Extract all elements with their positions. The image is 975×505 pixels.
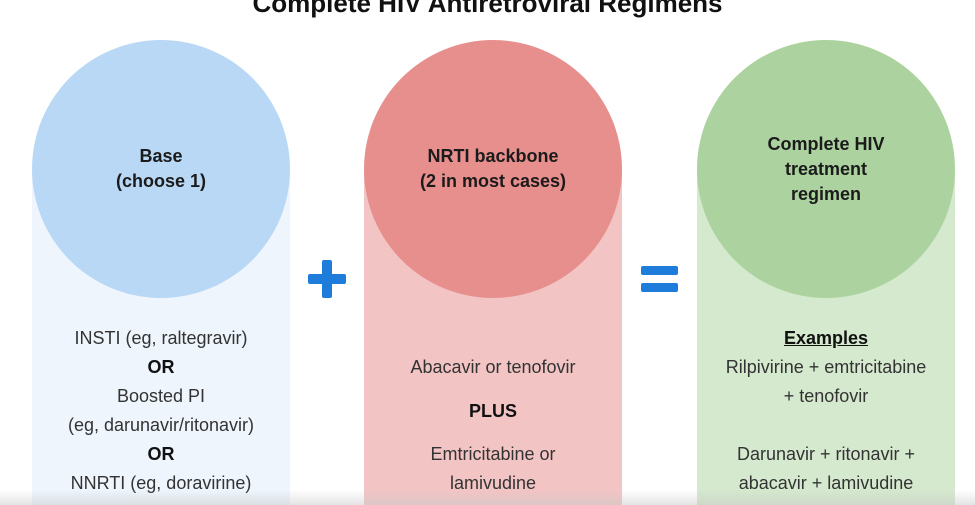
base-option-insti: INSTI (eg, raltegravir) <box>74 328 248 348</box>
base-option-boosted-pi: Boosted PI <box>116 386 206 406</box>
nrti-option-abacavir-tenofovir: Abacavir or tenofovir <box>410 357 576 377</box>
nrti-circle: NRTI backbone (2 in most cases) <box>364 40 622 298</box>
base-heading-line2: (choose 1) <box>115 171 207 191</box>
examples-heading: Examples <box>783 328 869 348</box>
bottom-edge-shadow <box>0 490 975 505</box>
nrti-plus-label: PLUS <box>468 401 517 421</box>
base-or-1: OR <box>147 357 175 377</box>
nrti-option-emtricitabine: Emtricitabine or <box>430 444 556 464</box>
nrti-heading-line1: NRTI backbone <box>427 146 559 166</box>
complete-regimen-circle: Complete HIV treatment regimen <box>697 40 955 298</box>
equals-icon <box>641 264 678 294</box>
example-2-line2: abacavir + lamivudine <box>738 473 914 493</box>
nrti-option-lamivudine: lamivudine <box>449 473 537 493</box>
base-circle: Base (choose 1) <box>32 40 290 298</box>
base-heading-line1: Base <box>139 146 183 166</box>
example-1-line1: Rilpivirine + emtricitabine <box>725 357 927 377</box>
page-title: Complete HIV Antiretroviral Regimens <box>252 0 723 18</box>
base-option-nnrti: NNRTI (eg, doravirine) <box>70 473 252 493</box>
complete-heading-line2: treatment <box>784 158 868 179</box>
plus-icon <box>308 260 346 298</box>
base-or-2: OR <box>147 444 175 464</box>
example-2-line1: Darunavir + ritonavir + <box>736 444 916 464</box>
nrti-heading-line2: (2 in most cases) <box>419 171 567 191</box>
base-option-boosted-pi-example: (eg, darunavir/ritonavir) <box>67 415 255 435</box>
example-1-line2: + tenofovir <box>783 386 869 406</box>
complete-heading-line3: regimen <box>790 183 862 204</box>
complete-heading-line1: Complete HIV <box>767 133 885 154</box>
